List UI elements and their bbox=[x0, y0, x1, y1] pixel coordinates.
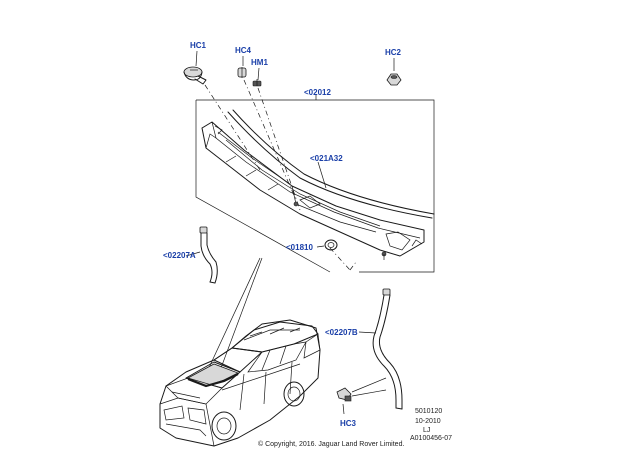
clip-hc3[interactable] bbox=[336, 377, 387, 415]
hose-02207a[interactable] bbox=[185, 226, 218, 284]
callout-hm1[interactable]: HM1 bbox=[251, 58, 268, 67]
callout-hc1[interactable]: HC1 bbox=[190, 41, 207, 50]
ref-code: LJ bbox=[423, 427, 430, 434]
callout-hc4[interactable]: HC4 bbox=[235, 46, 252, 55]
panel-outline-02012 bbox=[195, 94, 435, 273]
seal-021a32[interactable] bbox=[227, 109, 435, 219]
callout-hc3[interactable]: HC3 bbox=[340, 419, 357, 428]
callout-02012[interactable]: <02012 bbox=[304, 88, 331, 97]
callout-02207a[interactable]: <02207A bbox=[163, 251, 196, 260]
callout-02207b[interactable]: <02207B bbox=[325, 328, 358, 337]
hose-02207b[interactable] bbox=[358, 288, 403, 410]
cowl-panel[interactable] bbox=[201, 121, 425, 260]
copyright-notice: © Copyright, 2016. Jaguar Land Rover Lim… bbox=[258, 440, 404, 448]
screw-hm1[interactable] bbox=[252, 79, 262, 87]
callout-021a32[interactable]: <021A32 bbox=[310, 154, 343, 163]
callout-01810[interactable]: <01810 bbox=[286, 243, 313, 252]
ref-date: 10-2010 bbox=[415, 418, 441, 425]
clip-hc2[interactable] bbox=[386, 73, 402, 86]
grommet-01810[interactable] bbox=[316, 239, 338, 251]
ref-number: 5010120 bbox=[415, 408, 442, 415]
callout-hc2[interactable]: HC2 bbox=[385, 48, 402, 57]
vehicle-outline bbox=[159, 319, 321, 447]
clip-hc1[interactable] bbox=[183, 66, 207, 85]
clip-hc4[interactable] bbox=[237, 67, 247, 78]
ref-illustration-id: A0100456-07 bbox=[410, 435, 452, 442]
